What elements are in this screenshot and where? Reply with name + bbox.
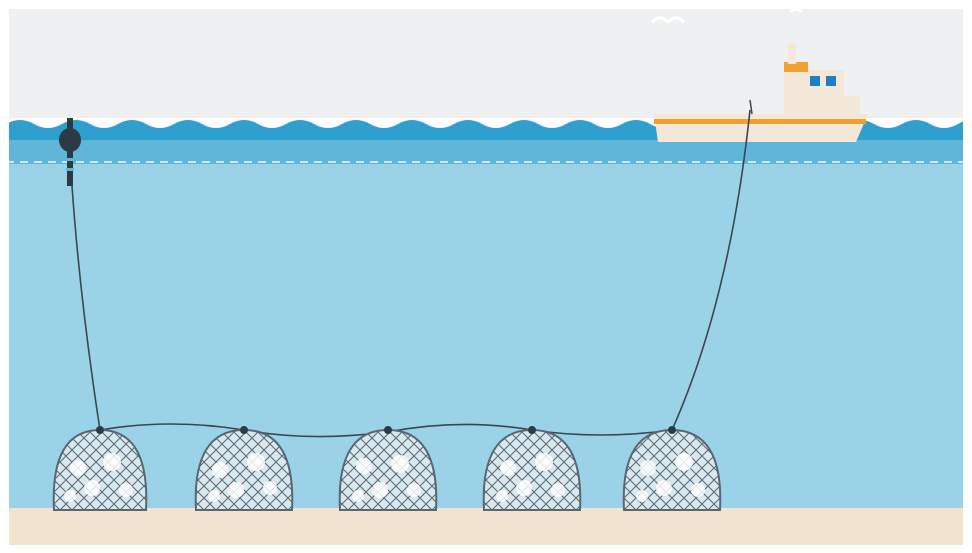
seabed-sand [6, 508, 966, 548]
water [6, 160, 966, 510]
